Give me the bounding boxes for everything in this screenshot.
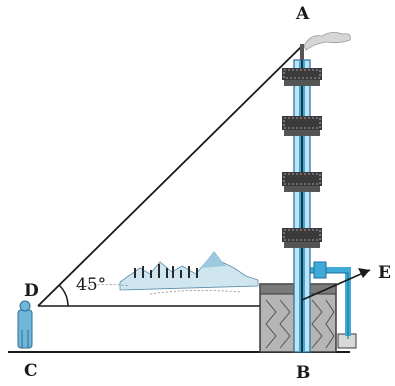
- angle-arc: [58, 284, 69, 307]
- angle-label: 45°: [76, 275, 106, 295]
- smoke-plume: [300, 32, 351, 60]
- mountain-scenery: [77, 251, 259, 295]
- label-c: C: [24, 361, 38, 381]
- label-b: B: [296, 363, 310, 383]
- line-of-sight-da: [37, 45, 303, 307]
- label-e: E: [378, 263, 391, 283]
- tower-decks: [282, 68, 322, 248]
- label-d: D: [24, 281, 39, 301]
- observer-person: [17, 300, 33, 349]
- arrow-to-e: [301, 268, 371, 301]
- label-a: A: [295, 4, 310, 24]
